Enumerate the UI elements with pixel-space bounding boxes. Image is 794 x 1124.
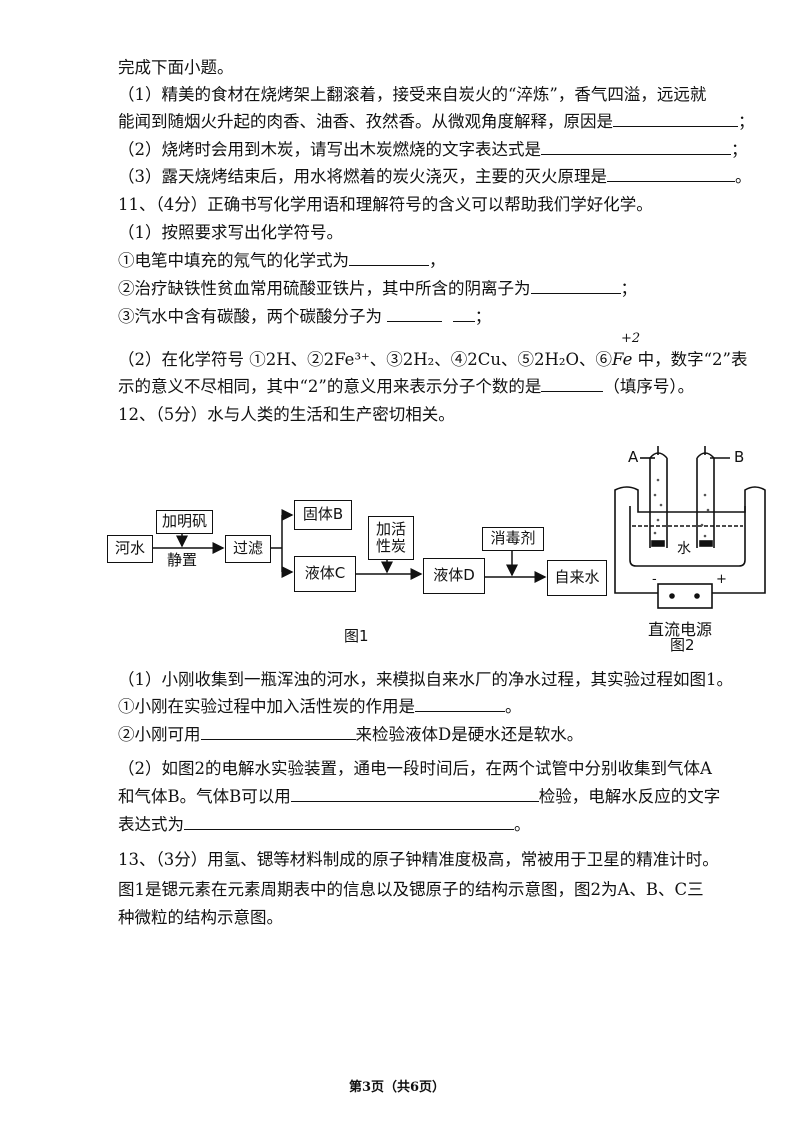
q13-line3: 种微粒的结构示意图。 <box>118 908 283 927</box>
answer-blank[interactable] <box>200 725 356 740</box>
q13-line1: 13、（3分）用氢、锶等材料制成的原子钟精准度极高，常被用于卫星的精准计时。 <box>118 850 719 869</box>
answer-blank[interactable] <box>607 167 735 182</box>
figure-1-caption: 图1 <box>344 627 369 645</box>
dc-power-label: 直流电源 <box>648 620 713 639</box>
water-label: 水 <box>677 541 691 557</box>
filter-box: 过滤 <box>225 535 271 563</box>
intro-text: 完成下面小题。 <box>118 58 234 77</box>
q12-title: 12、（5分）水与人类的生活和生产密切相关。 <box>118 405 455 424</box>
answer-blank[interactable] <box>613 112 738 127</box>
gas-b-label: B <box>734 448 745 466</box>
answer-blank[interactable] <box>452 307 475 322</box>
q10-part3: （3）露天烧烤结束后，用水将燃着的炭火浇灭，主要的灭火原理是。 <box>118 167 752 186</box>
page-footer: 第3页（共6页） <box>348 1080 446 1095</box>
q12-part2-line2: 和气体B。气体B可以用检验，电解水反应的文字 <box>118 787 721 806</box>
river-water-box: 河水 <box>107 535 153 563</box>
positive-terminal-label: + <box>716 572 727 587</box>
answer-blank[interactable] <box>541 377 604 392</box>
q12-item1: ①小刚在实验过程中加入活性炭的作用是。 <box>118 697 522 716</box>
gas-a-label: A <box>628 448 639 466</box>
q10-part1-line1: （1）精美的食材在烧烤架上翻滚着，接受来自炭火的“淬炼”，香气四溢，远远就 <box>118 85 707 104</box>
q11-part2-line1: （2）在化学符号 ①2H、②2Fe³⁺、③2H₂、④2Cu、⑤2H₂O、⑥Fe … <box>118 350 748 369</box>
settle-label: 静置 <box>167 551 198 569</box>
charge-label: +2 <box>621 331 641 346</box>
negative-terminal-label: - <box>652 572 657 587</box>
answer-blank[interactable] <box>290 787 539 802</box>
q11-part1: （1）按照要求写出化学符号。 <box>118 223 343 242</box>
liquid-d-box: 液体D <box>423 558 485 594</box>
q12-item2: ②小刚可用来检验液体D是硬水还是软水。 <box>118 725 584 744</box>
answer-blank[interactable] <box>415 697 505 712</box>
q11-item1: ①电笔中填充的氖气的化学式为， <box>118 251 446 270</box>
answer-blank[interactable] <box>349 251 429 266</box>
q12-part2-line1: （2）如图2的电解水实验装置，通电一段时间后，在两个试管中分别收集到气体A <box>118 759 712 778</box>
q11-title: 11、（4分）正确书写化学用语和理解符号的含义可以帮助我们学好化学。 <box>118 195 653 214</box>
answer-blank[interactable] <box>541 140 731 155</box>
q10-part1-line2: 能闻到随烟火升起的肉香、油香、孜然香。从微观角度解释，原因是； <box>118 112 755 131</box>
activated-carbon-box: 加活性炭 <box>368 516 414 560</box>
q11-item3: ③汽水中含有碳酸，两个碳酸分子为 ； <box>118 307 492 326</box>
alum-box: 加明矾 <box>156 510 213 534</box>
liquid-c-box: 液体C <box>294 556 356 592</box>
q11-part2-line2: 示的意义不尽相同，其中“2”的意义用来表示分子个数的是（填序号）。 <box>118 377 695 396</box>
tap-water-box: 自来水 <box>547 560 607 596</box>
answer-blank[interactable] <box>530 279 621 294</box>
q10-part2: （2）烧烤时会用到木炭，请写出木炭燃烧的文字表达式是； <box>118 140 748 159</box>
q12-part2-line3: 表达式为。 <box>118 815 531 834</box>
answer-blank[interactable] <box>387 307 443 322</box>
disinfectant-box: 消毒剂 <box>482 527 544 551</box>
q13-line2: 图1是锶元素在元素周期表中的信息以及锶原子的结构示意图，图2为A、B、C三 <box>118 880 704 899</box>
q12-part1: （1）小刚收集到一瓶浑浊的河水，来模拟自来水厂的净水过程，其实验过程如图1。 <box>118 670 733 689</box>
figure-2-caption: 图2 <box>670 636 695 654</box>
q11-item2: ②治疗缺铁性贫血常用硫酸亚铁片，其中所含的阴离子为； <box>118 279 637 298</box>
answer-blank[interactable] <box>184 815 514 830</box>
solid-b-box: 固体B <box>294 500 352 530</box>
